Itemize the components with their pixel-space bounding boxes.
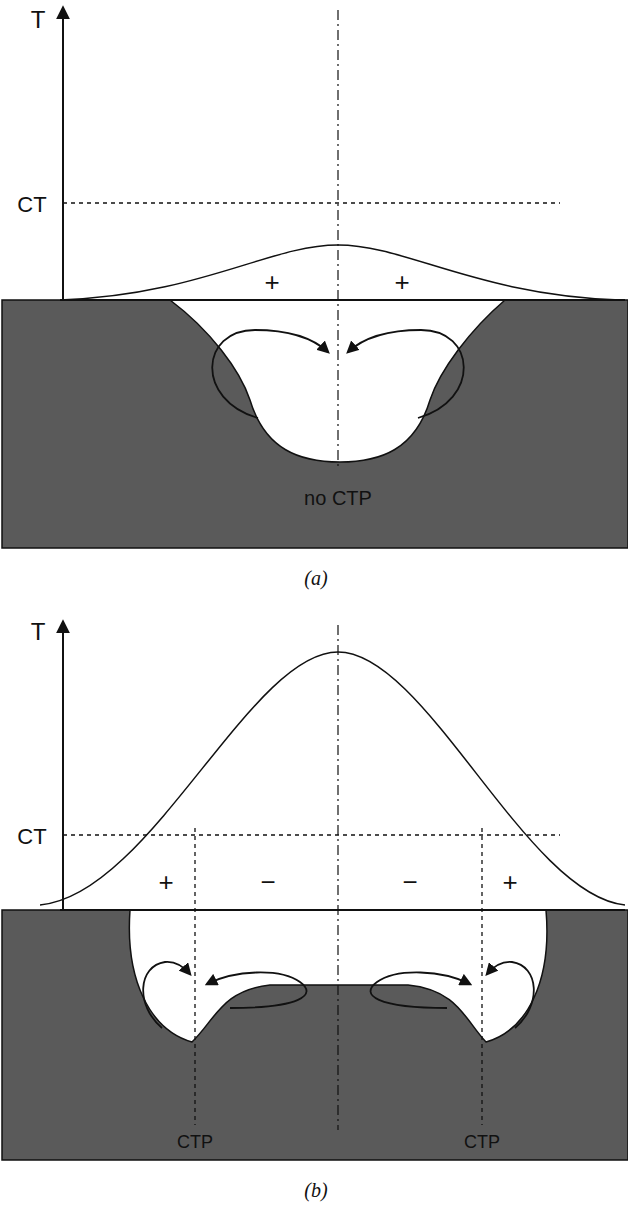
substrate [2,910,628,1160]
ctp-line [481,828,482,1125]
panel-label: (b) [304,1180,327,1200]
axis-label: CT [17,194,46,216]
sign-label: − [260,869,275,895]
axis-label: T [31,8,46,32]
flow-loop [212,330,328,418]
axis-label: CT [17,826,46,848]
surface-line [60,909,625,911]
centerline [337,625,338,1130]
flow-loop [143,962,190,1028]
flow-loop [370,972,470,1008]
sign-label: + [394,269,409,295]
region-label: CTP [177,1133,213,1151]
sign-label: + [158,869,173,895]
flow-loop [207,972,307,1008]
temperature-curve [40,652,625,905]
ctp-line [194,828,195,1125]
region-label: no CTP [304,488,372,508]
critical-temperature-line [63,202,560,204]
surface-line [60,299,625,301]
temperature-axis [62,8,64,300]
centerline [337,10,338,470]
substrate [2,300,628,548]
sign-label: + [502,869,517,895]
flow-loop [348,330,464,418]
temperature-curve [60,245,620,300]
flow-loop [487,962,534,1028]
temperature-axis [62,622,64,910]
panel-label: (a) [304,568,327,588]
axis-label: T [31,620,46,644]
sign-label: − [402,869,417,895]
critical-temperature-line [63,834,560,836]
sign-label: + [264,269,279,295]
region-label: CTP [464,1133,500,1151]
